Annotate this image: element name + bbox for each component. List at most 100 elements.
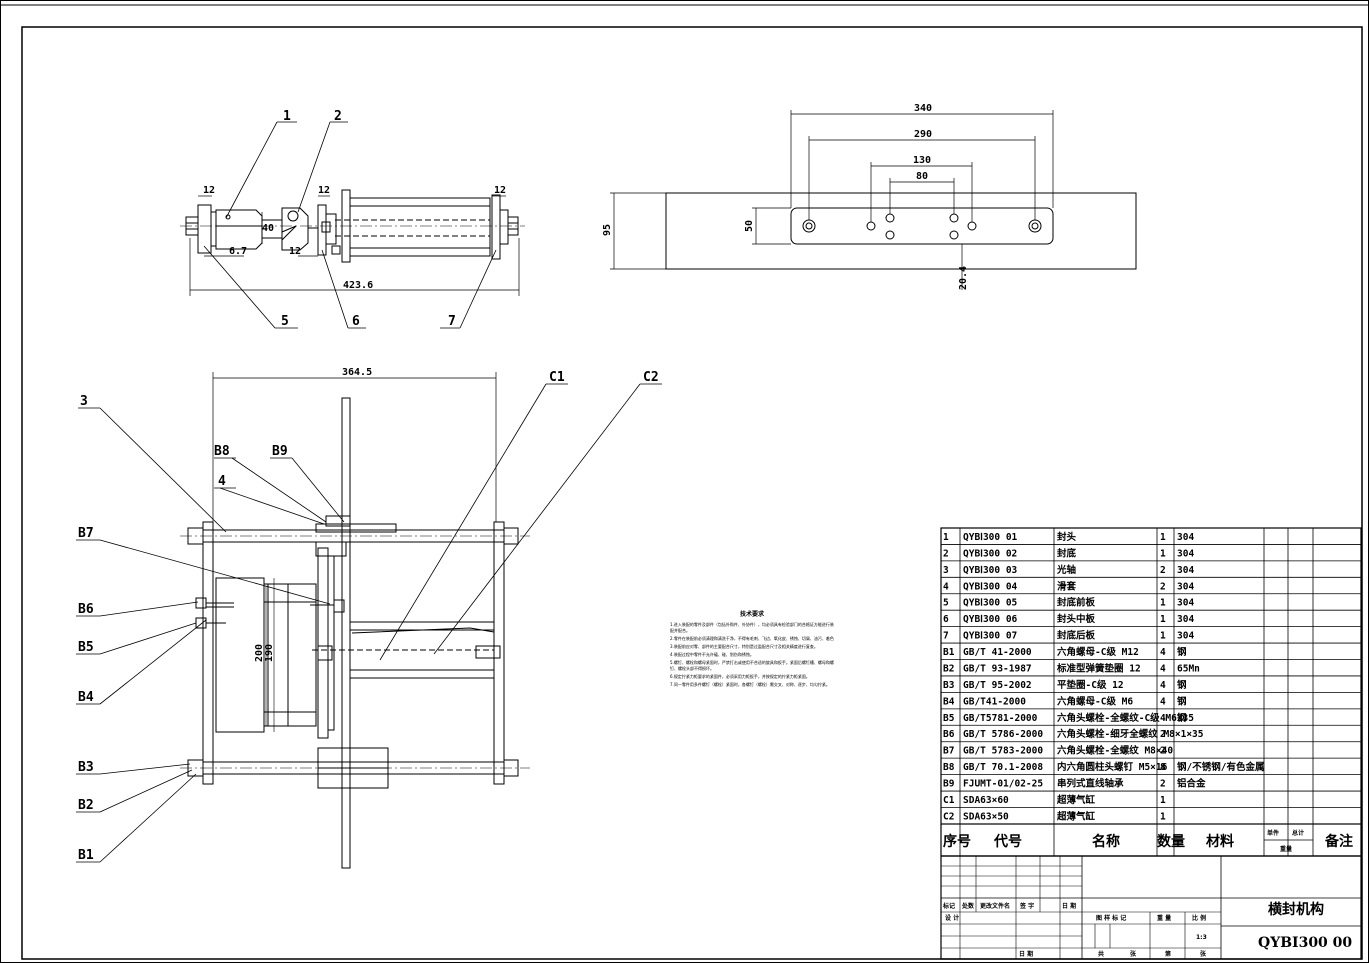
bom-cell-name: 六角螺母-C级 M12 bbox=[1057, 646, 1139, 658]
bom-header-unit: 单件 bbox=[1267, 829, 1279, 837]
bom-cell-code: SDA63×50 bbox=[963, 811, 1009, 822]
bom-header-no: 序号 bbox=[943, 833, 971, 850]
label-b5: B5 bbox=[78, 640, 94, 655]
bom-header-name: 名称 bbox=[1092, 833, 1120, 850]
tech-notes-title: 技术要求 bbox=[740, 610, 765, 618]
bom-header-mat: 材料 bbox=[1206, 833, 1234, 850]
bom-cell-no: 7 bbox=[943, 631, 949, 642]
dim-6-7: 6.7 bbox=[229, 246, 247, 257]
bom-table bbox=[940, 527, 1362, 857]
label-c2: C2 bbox=[643, 370, 659, 385]
bom-cell-qty: 1 bbox=[1160, 532, 1166, 543]
bom-cell-no: B4 bbox=[943, 696, 955, 707]
tb-stage: 图 样 标 记 bbox=[1096, 914, 1126, 922]
bom-cell-mat: 钢/不锈钢/有色金属 bbox=[1177, 761, 1264, 773]
tb-scale-label: 比 例 bbox=[1192, 914, 1206, 922]
tech-note-line: 7.同一零件用多件螺钉（螺栓）紧固时，各螺钉（螺栓）需交叉、对称、逐步、均匀拧紧… bbox=[670, 681, 830, 687]
bom-cell-name: 六角螺母-C级 M6 bbox=[1057, 695, 1133, 707]
bom-cell-qty: 4 bbox=[1160, 696, 1166, 707]
label-b2: B2 bbox=[78, 798, 94, 813]
tb-drawing-code: QYBⅠ300 00 bbox=[1258, 935, 1352, 951]
bom-cell-no: 4 bbox=[943, 581, 949, 592]
bom-cell-mat: 304 bbox=[1177, 614, 1194, 625]
tb-doc: 更改文件名 bbox=[980, 902, 1010, 910]
tech-note-line: 2.零件在装配前必须清理和清洗干净，不得有毛刺、飞边、氧化皮、锈蚀、切屑、油污、… bbox=[670, 635, 834, 641]
bom-cell-code: QYBⅠ300 05 bbox=[963, 598, 1018, 609]
bom-cell-name: 封头中板 bbox=[1057, 613, 1096, 625]
bom-cell-name: 六角头螺栓-全螺纹-C级 M6X35 bbox=[1057, 712, 1194, 724]
main-view bbox=[180, 372, 530, 869]
bom-cell-code: GB/T5781-2000 bbox=[963, 713, 1038, 724]
top-left-text: 1 2 5 6 7 12 12 12 12 40 6.7 423.6 bbox=[203, 109, 506, 329]
dim-80: 80 bbox=[916, 171, 928, 182]
tb-mark: 标记 bbox=[942, 902, 955, 910]
bom-header-code: 代号 bbox=[993, 833, 1022, 850]
bom-cell-no: 5 bbox=[943, 598, 949, 609]
technical-notes: 技术要求 1.进入装配的零件及部件（包括外购件、外协件），均必须具有检验部门的合… bbox=[670, 610, 834, 687]
dim-423-6: 423.6 bbox=[343, 280, 373, 291]
title-block-text: 标记 处数 更改文件名 签 字 日 期 设 计 日 期 图 样 标 记 重 量 … bbox=[942, 901, 1352, 958]
bom-cell-qty: 1 bbox=[1160, 548, 1166, 559]
dim-130: 130 bbox=[913, 155, 931, 166]
bom-cell-name: 封底 bbox=[1057, 547, 1077, 559]
tb-drawing-name: 横封机构 bbox=[1268, 901, 1324, 918]
bom-cell-name: 封头 bbox=[1057, 531, 1077, 543]
bom-header-total: 总计 bbox=[1292, 829, 1304, 837]
bom-cell-qty: 2 bbox=[1160, 581, 1166, 592]
dim-12-a: 12 bbox=[203, 185, 215, 196]
label-b1: B1 bbox=[78, 848, 94, 863]
label-7: 7 bbox=[448, 314, 456, 329]
dim-12-c: 12 bbox=[494, 185, 506, 196]
tech-note-line: 3.装配前应对零、部件的主要配合尺寸，特别是过盈配合尺寸及相关精度进行复查。 bbox=[670, 643, 818, 649]
bom-cell-qty: 2 bbox=[1160, 565, 1166, 576]
bom-cell-code: QYBⅠ300 06 bbox=[963, 614, 1018, 625]
top-right-text: 340 290 130 80 50 95 20.4 bbox=[602, 103, 969, 290]
bom-cell-mat: 钢 bbox=[1177, 679, 1187, 691]
bom-cell-name: 光轴 bbox=[1056, 564, 1077, 576]
bom-cell-no: B5 bbox=[943, 713, 955, 724]
bom-header: 序号 代号 名称 数量 材料 单件 总计 重量 备注 bbox=[943, 829, 1353, 853]
top-right-dimensions bbox=[610, 110, 1054, 290]
bom-cell-name: 平垫圈-C级 12 bbox=[1057, 679, 1124, 691]
bom-cell-no: B8 bbox=[943, 762, 955, 773]
label-b3: B3 bbox=[78, 760, 94, 775]
bom-cell-qty: 1 bbox=[1160, 811, 1166, 822]
bom-cell-qty: 4 bbox=[1160, 713, 1166, 724]
bom-cell-code: GB/T 70.1-2008 bbox=[963, 762, 1043, 773]
bom-cell-code: QYBⅠ300 01 bbox=[963, 532, 1018, 543]
bom-cell-name: 滑套 bbox=[1057, 580, 1077, 592]
bom-cell-no: B1 bbox=[943, 647, 955, 658]
bom-header-weight: 重量 bbox=[1280, 845, 1292, 853]
dim-40: 40 bbox=[262, 223, 274, 234]
tb-date: 日 期 bbox=[1062, 902, 1076, 910]
tb-date2: 日 期 bbox=[1019, 950, 1033, 958]
tb-sheet: 张 bbox=[1130, 950, 1137, 958]
label-6: 6 bbox=[352, 314, 360, 329]
main-leaders bbox=[76, 383, 662, 863]
bom-cell-mat: 304 bbox=[1177, 631, 1194, 642]
label-b4: B4 bbox=[78, 690, 94, 705]
bom-cell-code: GB/T 5786-2000 bbox=[963, 729, 1043, 740]
bom-cell-code: GB/T 5783-2000 bbox=[963, 746, 1043, 757]
bom-cell-name: 串列式直线轴承 bbox=[1057, 778, 1124, 790]
bom-cell-name: 封底后板 bbox=[1057, 630, 1096, 642]
dim-190: 190 bbox=[264, 644, 275, 662]
bom-cell-code: QYBⅠ300 02 bbox=[963, 548, 1017, 559]
bom-cell-no: B2 bbox=[943, 663, 954, 674]
top-left-leaders bbox=[203, 121, 497, 329]
label-b7: B7 bbox=[78, 526, 94, 541]
bom-cell-qty: 2 bbox=[1160, 779, 1166, 790]
bom-cell-name: 超薄气缸 bbox=[1056, 810, 1096, 822]
label-2: 2 bbox=[334, 109, 342, 124]
label-4: 4 bbox=[218, 474, 226, 489]
bom-cell-name: 内六角圆柱头螺钉 M5×16 bbox=[1057, 761, 1168, 773]
bom-cell-name: 标准型弹簧垫圈 12 bbox=[1056, 662, 1141, 674]
bom-cell-mat: 304 bbox=[1177, 581, 1194, 592]
label-b6: B6 bbox=[78, 602, 94, 617]
bom-cell-code: QYBⅠ300 03 bbox=[963, 565, 1018, 576]
bom-cell-code: SDA63×60 bbox=[963, 795, 1009, 806]
bom-cell-no: 1 bbox=[943, 532, 949, 543]
tb-page: 第 bbox=[1164, 950, 1171, 958]
